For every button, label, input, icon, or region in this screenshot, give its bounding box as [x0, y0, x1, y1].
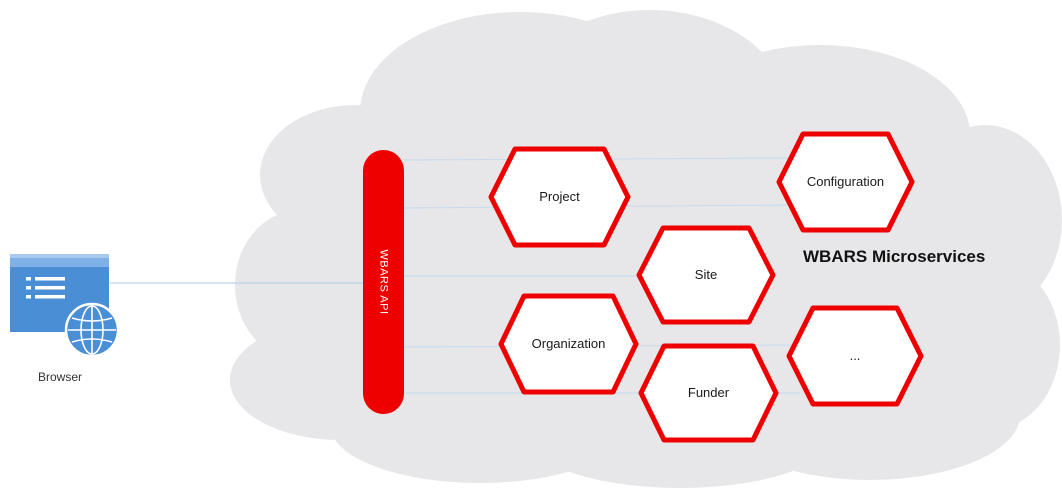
api-gateway: WBARS API	[363, 150, 404, 414]
globe-icon	[64, 302, 120, 358]
service-hex-project: Project	[488, 146, 631, 248]
microservices-title: WBARS Microservices	[803, 247, 985, 266]
service-hex-organization: Organization	[498, 293, 639, 395]
service-label-configuration: Configuration	[807, 174, 884, 189]
browser-icon	[10, 254, 120, 358]
service-hex-configuration: Configuration	[776, 131, 915, 233]
service-label-more: ...	[850, 348, 861, 363]
service-label-site: Site	[695, 267, 717, 282]
api-gateway-label: WBARS API	[378, 249, 390, 314]
service-hex-more: ...	[786, 305, 924, 407]
service-hex-site: Site	[636, 225, 776, 325]
list-icon	[26, 277, 65, 299]
service-label-organization: Organization	[532, 336, 606, 351]
browser-label: Browser	[38, 370, 82, 384]
service-label-funder: Funder	[688, 385, 730, 400]
service-label-project: Project	[539, 189, 580, 204]
service-hex-funder: Funder	[638, 343, 779, 443]
